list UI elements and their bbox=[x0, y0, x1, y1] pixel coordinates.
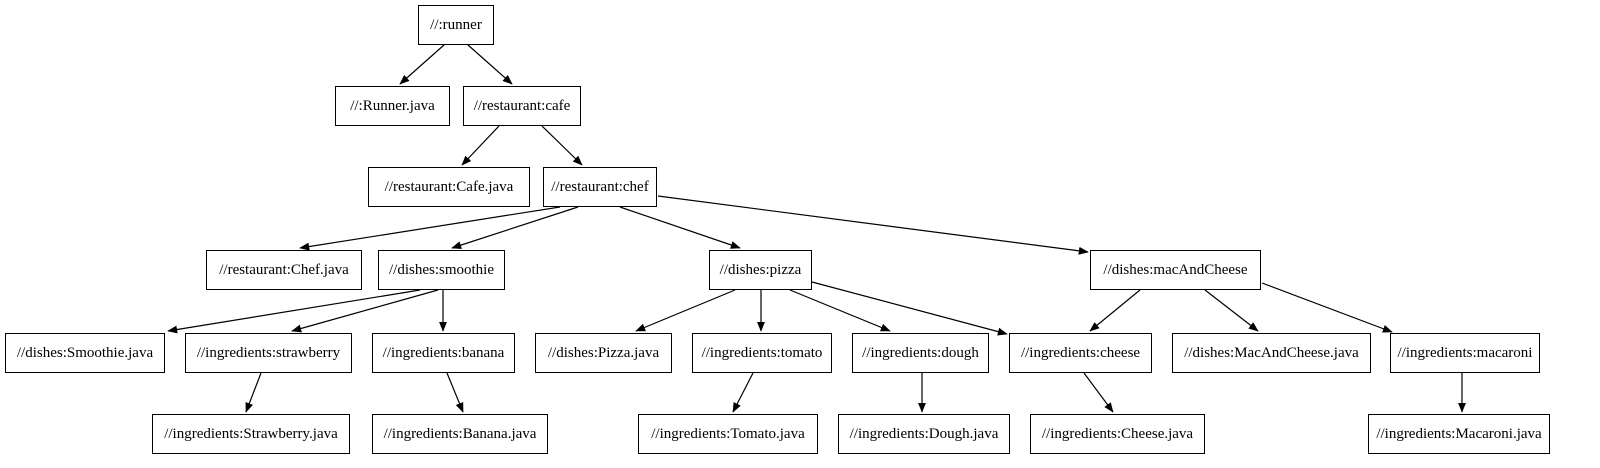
graph-edge-ing_tomato-to-tomato_java bbox=[732, 372, 754, 413]
graph-node-label: //dishes:pizza bbox=[719, 261, 802, 278]
graph-edge-restaurant_cafe-to-cafe_java bbox=[461, 125, 500, 166]
graph-node-restaurant_chef[interactable]: //restaurant:chef bbox=[543, 167, 657, 207]
graph-edge-dishes_pizza-to-ing_cheese bbox=[811, 281, 1008, 336]
graph-edge-ing_cheese-to-cheese_java bbox=[1083, 372, 1114, 413]
graph-node-label: //ingredients:Banana.java bbox=[383, 425, 537, 442]
graph-node-ing_tomato[interactable]: //ingredients:tomato bbox=[692, 333, 832, 373]
graph-edge-restaurant_cafe-to-restaurant_chef bbox=[541, 125, 583, 166]
graph-node-label: //ingredients:Dough.java bbox=[849, 425, 999, 442]
graph-node-dishes_pizza[interactable]: //dishes:pizza bbox=[709, 250, 812, 290]
graph-node-label: //:Runner.java bbox=[350, 97, 435, 114]
graph-node-dishes_smoothie[interactable]: //dishes:smoothie bbox=[378, 250, 505, 290]
graph-node-smoothie_java[interactable]: //dishes:Smoothie.java bbox=[5, 333, 165, 373]
graph-edge-dishes_macandchee-to-macandcheese_java bbox=[1204, 289, 1259, 332]
graph-node-banana_java[interactable]: //ingredients:Banana.java bbox=[372, 414, 548, 454]
graph-node-ing_macaroni[interactable]: //ingredients:macaroni bbox=[1390, 333, 1540, 373]
graph-node-label: //dishes:Pizza.java bbox=[547, 344, 660, 361]
graph-node-runner[interactable]: //:runner bbox=[418, 5, 494, 45]
graph-edge-dishes_macandchee-to-ing_macaroni bbox=[1261, 282, 1393, 333]
graph-node-label: //ingredients:strawberry bbox=[196, 344, 341, 361]
graph-node-label: //restaurant:Chef.java bbox=[219, 261, 349, 278]
graph-edge-dishes_smoothie-to-smoothie_java bbox=[167, 289, 421, 334]
graph-node-pizza_java[interactable]: //dishes:Pizza.java bbox=[535, 333, 672, 373]
graph-node-cafe_java[interactable]: //restaurant:Cafe.java bbox=[368, 167, 530, 207]
graph-node-dough_java[interactable]: //ingredients:Dough.java bbox=[838, 414, 1010, 454]
graph-edge-dishes_macandchee-to-ing_cheese bbox=[1089, 289, 1141, 332]
graph-node-label: //restaurant:Cafe.java bbox=[384, 178, 514, 195]
graph-edge-restaurant_chef-to-chef_java bbox=[299, 206, 561, 251]
graph-node-ing_dough[interactable]: //ingredients:dough bbox=[852, 333, 989, 373]
graph-node-chef_java[interactable]: //restaurant:Chef.java bbox=[206, 250, 362, 290]
graph-edge-runner-to-restaurant_cafe bbox=[467, 44, 513, 85]
graph-node-label: //dishes:smoothie bbox=[389, 261, 494, 278]
graph-node-ing_strawberry[interactable]: //ingredients:strawberry bbox=[185, 333, 352, 373]
graph-edge-restaurant_chef-to-dishes_macandchee bbox=[657, 195, 1089, 255]
graph-node-strawberry_java[interactable]: //ingredients:Strawberry.java bbox=[152, 414, 350, 454]
graph-node-label: //ingredients:banana bbox=[382, 344, 505, 361]
graph-node-label: //ingredients:Tomato.java bbox=[651, 425, 805, 442]
graph-node-label: //ingredients:dough bbox=[862, 344, 979, 361]
graph-edge-restaurant_chef-to-dishes_smoothie bbox=[451, 206, 579, 249]
graph-node-macandcheese_java[interactable]: //dishes:MacAndCheese.java bbox=[1172, 333, 1371, 373]
graph-edge-dishes_smoothie-to-ing_strawberry bbox=[291, 289, 439, 333]
graph-edge-dishes_pizza-to-ing_dough bbox=[789, 289, 891, 332]
graph-edge-runner-to-runner_java bbox=[399, 44, 445, 85]
graph-edge-ing_banana-to-banana_java bbox=[446, 372, 464, 413]
graph-node-macaroni_java[interactable]: //ingredients:Macaroni.java bbox=[1368, 414, 1550, 454]
graph-node-label: //dishes:Smoothie.java bbox=[16, 344, 154, 361]
graph-node-tomato_java[interactable]: //ingredients:Tomato.java bbox=[638, 414, 818, 454]
graph-node-label: //restaurant:cafe bbox=[473, 97, 571, 114]
graph-node-label: //ingredients:cheese bbox=[1020, 344, 1141, 361]
graph-node-label: //ingredients:Macaroni.java bbox=[1376, 425, 1542, 442]
graph-node-label: //ingredients:tomato bbox=[701, 344, 823, 361]
graph-edge-restaurant_chef-to-dishes_pizza bbox=[619, 206, 741, 249]
graph-node-label: //ingredients:macaroni bbox=[1397, 344, 1533, 361]
graph-node-label: //dishes:macAndCheese bbox=[1103, 261, 1248, 278]
graph-node-label: //:runner bbox=[430, 16, 482, 33]
graph-node-label: //ingredients:Strawberry.java bbox=[164, 425, 338, 442]
graph-node-cheese_java[interactable]: //ingredients:Cheese.java bbox=[1030, 414, 1205, 454]
graph-node-runner_java[interactable]: //:Runner.java bbox=[335, 86, 450, 126]
graph-node-label: //dishes:MacAndCheese.java bbox=[1184, 344, 1359, 361]
graph-node-label: //ingredients:Cheese.java bbox=[1041, 425, 1194, 442]
graph-edge-ing_strawberry-to-strawberry_java bbox=[245, 372, 262, 413]
graph-node-label: //restaurant:chef bbox=[551, 178, 649, 195]
graph-node-ing_banana[interactable]: //ingredients:banana bbox=[372, 333, 515, 373]
graph-node-ing_cheese[interactable]: //ingredients:cheese bbox=[1009, 333, 1152, 373]
graph-node-dishes_macandchee[interactable]: //dishes:macAndCheese bbox=[1090, 250, 1261, 290]
graph-node-restaurant_cafe[interactable]: //restaurant:cafe bbox=[463, 86, 581, 126]
graph-edge-dishes_pizza-to-pizza_java bbox=[635, 289, 736, 332]
